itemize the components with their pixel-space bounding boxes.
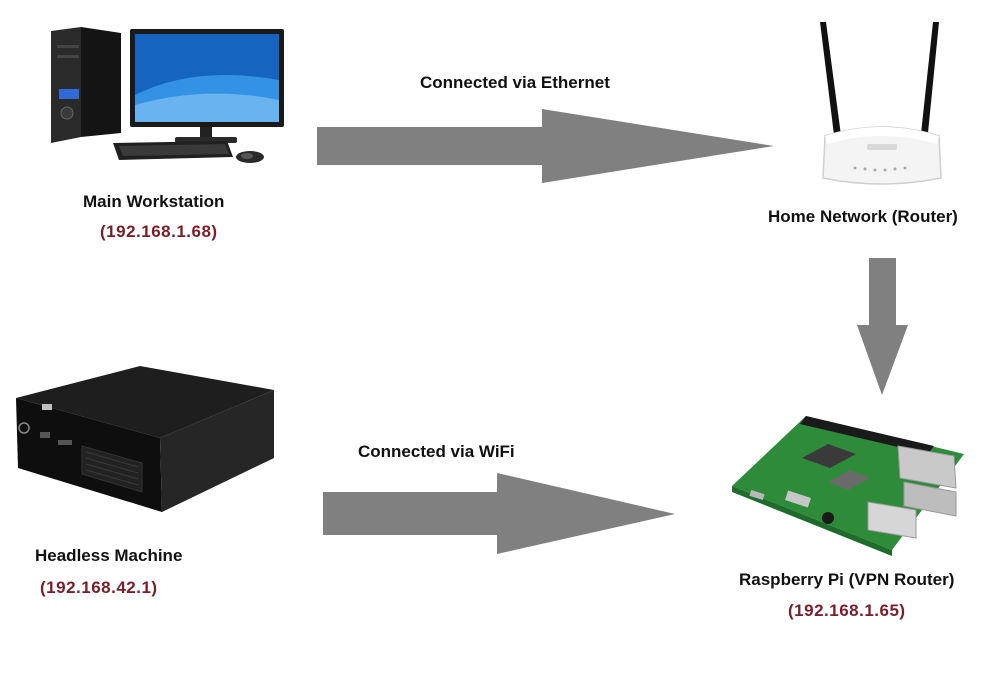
workstation-ip: (192.168.1.68)	[100, 222, 218, 241]
raspberry-name: Raspberry Pi (VPN Router)	[739, 570, 955, 589]
mini-pc-icon	[12, 360, 277, 520]
wifi-connection-label: Connected via WiFi	[358, 442, 515, 461]
router-to-pi-arrow	[857, 258, 908, 395]
headless-ip: (192.168.42.1)	[40, 578, 158, 597]
headless-name: Headless Machine	[35, 546, 183, 565]
router-name: Home Network (Router)	[768, 207, 958, 226]
wifi-arrow	[323, 473, 675, 554]
workstation-name: Main Workstation	[83, 192, 225, 211]
ethernet-arrow	[317, 109, 774, 183]
raspberry-pi-board-icon	[728, 406, 973, 556]
wifi-router-icon	[815, 18, 950, 193]
desktop-computer-icon	[45, 25, 285, 170]
raspberry-ip: (192.168.1.65)	[788, 601, 906, 620]
ethernet-connection-label: Connected via Ethernet	[420, 73, 610, 92]
